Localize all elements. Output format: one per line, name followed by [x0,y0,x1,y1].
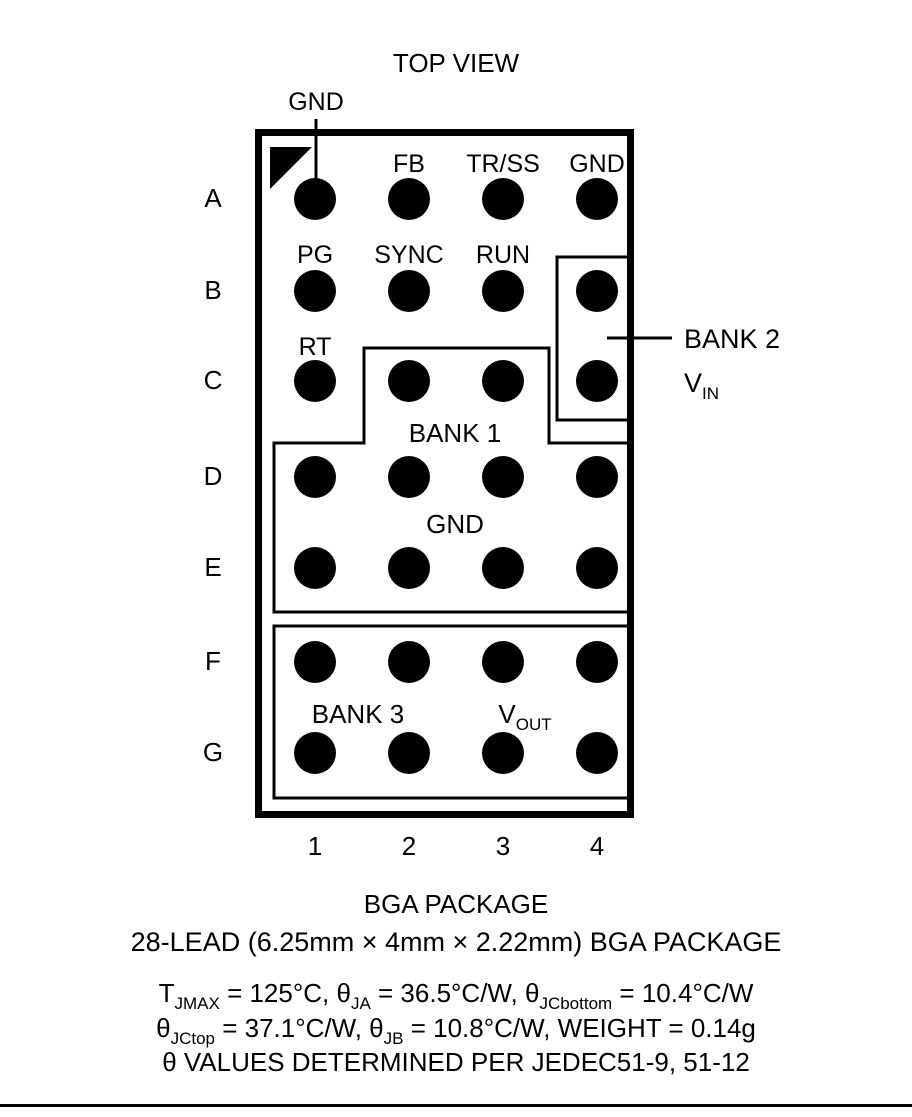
pin-label-b3-run: RUN [476,241,530,269]
bank3-outline [272,624,632,800]
column-label-2: 2 [402,831,416,861]
pin-label-a2-fb: FB [393,150,425,178]
ball-e1 [294,547,336,589]
ball-b1 [294,270,336,312]
row-label-f: F [205,646,221,676]
ball-d1 [294,456,336,498]
top-view-title: TOP VIEW [393,48,520,78]
pin-1-marker-triangle [270,147,312,189]
ball-c4 [576,360,618,402]
ball-d2 [388,456,430,498]
ball-c1 [294,360,336,402]
ball-c3 [482,360,524,402]
pin-label-a1-gnd: GND [288,88,344,116]
ball-d3 [482,456,524,498]
column-label-4: 4 [590,831,604,861]
ball-a1 [294,178,336,220]
pin-label-c1-rt: RT [299,333,332,361]
pin-label-b1-pg: PG [297,241,333,269]
pin-label-a4-gnd: GND [569,150,625,178]
bank3-signal-label: VOUT [498,699,551,734]
row-label-e: E [204,552,221,582]
row-label-c: C [204,365,223,395]
bank3-label: BANK 3 [312,699,405,729]
ball-b4 [576,270,618,312]
ball-e4 [576,547,618,589]
ball-f1 [294,641,336,683]
pin-label-b2-sync: SYNC [374,241,443,269]
thermal-spec-line-3: θ VALUES DETERMINED PER JEDEC51-9, 51-12 [162,1047,750,1077]
ball-f4 [576,641,618,683]
row-label-b: B [204,275,221,305]
row-label-g: G [203,737,223,767]
thermal-spec-line-2: θJCtop = 37.1°C/W, θJB = 10.8°C/W, WEIGH… [156,1013,756,1048]
ball-a4 [576,178,618,220]
row-label-a: A [204,183,222,213]
ball-g3 [482,732,524,774]
ball-g1 [294,732,336,774]
row-label-d: D [204,461,223,491]
pin-label-a3-trss: TR/SS [466,150,540,178]
package-description-caption: 28-LEAD (6.25mm × 4mm × 2.22mm) BGA PACK… [131,927,782,957]
package-name-caption: BGA PACKAGE [364,889,548,919]
bank2-signal-label: VIN [684,368,719,403]
thermal-spec-line-1: TJMAX = 125°C, θJA = 36.5°C/W, θJCbottom… [159,978,754,1013]
ball-a2 [388,178,430,220]
ball-g2 [388,732,430,774]
bank1-label: BANK 1 [409,418,502,448]
bank1-signal-label: GND [426,509,484,539]
ball-b3 [482,270,524,312]
bank1-outline [272,346,632,614]
ball-e3 [482,547,524,589]
ball-a3 [482,178,524,220]
ball-f3 [482,641,524,683]
ball-f2 [388,641,430,683]
column-label-3: 3 [496,831,510,861]
bank2-label: BANK 2 [684,324,780,354]
ball-c2 [388,360,430,402]
ball-e2 [388,547,430,589]
ball-b2 [388,270,430,312]
ball-g4 [576,732,618,774]
column-label-1: 1 [308,831,322,861]
ball-d4 [576,456,618,498]
